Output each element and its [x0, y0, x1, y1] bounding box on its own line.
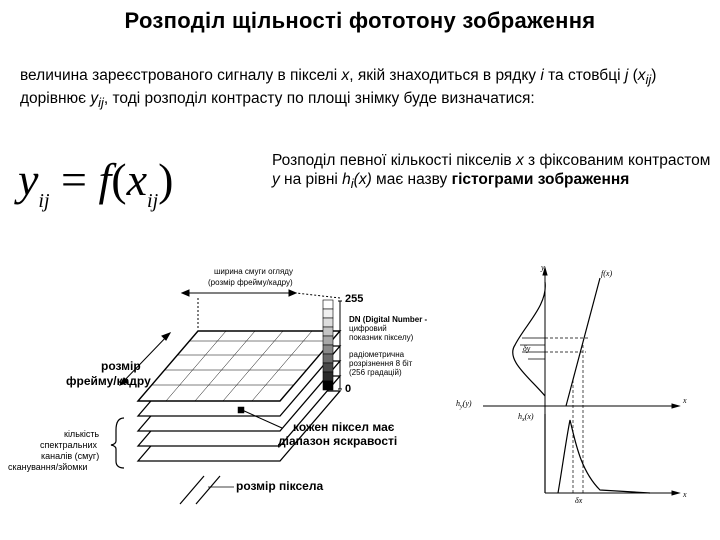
hist-var-h: hi(x) [342, 171, 372, 192]
grayscale-bar [322, 299, 334, 391]
intro-text-4: ( [628, 67, 638, 84]
projection-lines [545, 337, 590, 493]
hist-var-x: x [515, 152, 524, 169]
swath-arrow [180, 289, 341, 330]
pixel-size-label: розмір піксела [236, 479, 323, 493]
formula: yij = f(xij) [18, 150, 238, 220]
hist-h-sub: i [350, 176, 354, 192]
intro-text-5: ) дорівнює [20, 67, 657, 108]
var-i: i [540, 67, 544, 84]
channels-label-2: спектральних [40, 440, 97, 450]
var-x: x [341, 67, 350, 84]
hx-arg: (x) [525, 412, 534, 421]
hist-text-3: на рівні [279, 171, 343, 188]
swath-label-2: (розмір фрейму/кадру) [208, 278, 293, 287]
var-yij-y: y [90, 90, 99, 108]
formula-y: y [18, 154, 39, 205]
hx-label: hx(x) [518, 412, 534, 423]
pixel-size-marks [179, 475, 234, 505]
intro-paragraph: величина зареєстрованого сигналу в піксе… [20, 66, 710, 112]
hx-h: h [518, 412, 522, 421]
x-axis-label-top: x [682, 396, 687, 405]
value-0: 0 [345, 383, 351, 395]
slide-title: Розподіл щільності фототону зображення [124, 8, 596, 33]
channels-label-1: кількість [64, 429, 99, 439]
formula-open-paren: ( [111, 154, 127, 205]
radiometric-label-2: розрізнення 8 біт [349, 359, 413, 368]
intro-text-1: величина зареєстрованого сигналу в піксе… [20, 67, 342, 84]
hy-sub: y [459, 404, 463, 410]
hx-curve [544, 414, 651, 494]
hist-text-2: з фіксованим контрастом [523, 152, 711, 169]
hx-sub: x [521, 417, 525, 423]
hist-h-arg: (x) [353, 171, 372, 188]
dn-label-3: показник пікселу) [349, 333, 414, 342]
hist-var-y: y [272, 171, 280, 188]
formula-f: f [98, 154, 112, 205]
histogram-term: гістограми зображення [451, 171, 630, 188]
y-axis-label: y [540, 263, 545, 272]
formula-equals: = [49, 154, 99, 205]
intro-text-6: , тоді розподіл контрасту по площі знімк… [103, 90, 535, 108]
formula-x: x [126, 154, 148, 205]
swath-label-1: ширина смуги огляду [214, 267, 293, 276]
hy-curve [512, 281, 546, 397]
frame-size-arrow [118, 332, 172, 386]
radiometric-label-1: радіометрична [349, 350, 405, 359]
var-xij: xij [637, 67, 652, 88]
pixel-range-label-2: діапазон яскравості [278, 434, 397, 448]
channels-label-3: каналів (смуг) [41, 451, 99, 461]
formula-y-sub: ij [38, 190, 50, 212]
dn-label-1: DN (Digital Number - [349, 315, 428, 324]
hist-text-1: Розподіл певної кількості пікселів [272, 152, 516, 169]
frame-size-label-2: фрейму/кадру [66, 374, 151, 388]
intro-text-2: , якій знаходиться в рядку [349, 67, 541, 84]
var-xij-sub: ij [645, 72, 652, 88]
var-xij-x: x [637, 67, 646, 84]
histogram-definition: Розподіл певної кількості пікселів x з ф… [272, 151, 712, 193]
fx-curve [565, 277, 601, 407]
hist-text-4: має назву [371, 171, 452, 188]
frame-size-label-1: розмір [101, 359, 141, 373]
hy-label: hy(y) [456, 399, 472, 410]
formula-x-sub: ij [147, 190, 159, 212]
channels-brace [110, 417, 125, 469]
hy-bars [520, 337, 545, 360]
hy-h: h [456, 399, 460, 408]
dn-label-2: цифровий [349, 324, 387, 333]
radiometric-label-3: (256 градацій) [349, 368, 402, 377]
x-axis-label-bottom: x [682, 490, 687, 499]
hist-h: h [342, 171, 351, 188]
pixel-range-label-1: кожен піксел має [293, 420, 395, 434]
intro-text-3: та стовбці [543, 67, 625, 84]
pixel-pointer [241, 409, 283, 429]
hy-arg: (y) [463, 399, 472, 408]
fx-label: f(x) [601, 269, 612, 278]
var-j: j [624, 67, 629, 84]
var-yij-sub: ij [98, 95, 104, 111]
dn-bracket [338, 300, 342, 390]
delta-x-label: δx [575, 496, 583, 505]
var-yij: yij [90, 90, 104, 111]
value-255: 255 [345, 293, 363, 305]
channels-label-4: сканування/зйомки [8, 462, 87, 472]
formula-close-paren: ) [158, 154, 174, 205]
delta-y-label: δy [523, 344, 531, 353]
